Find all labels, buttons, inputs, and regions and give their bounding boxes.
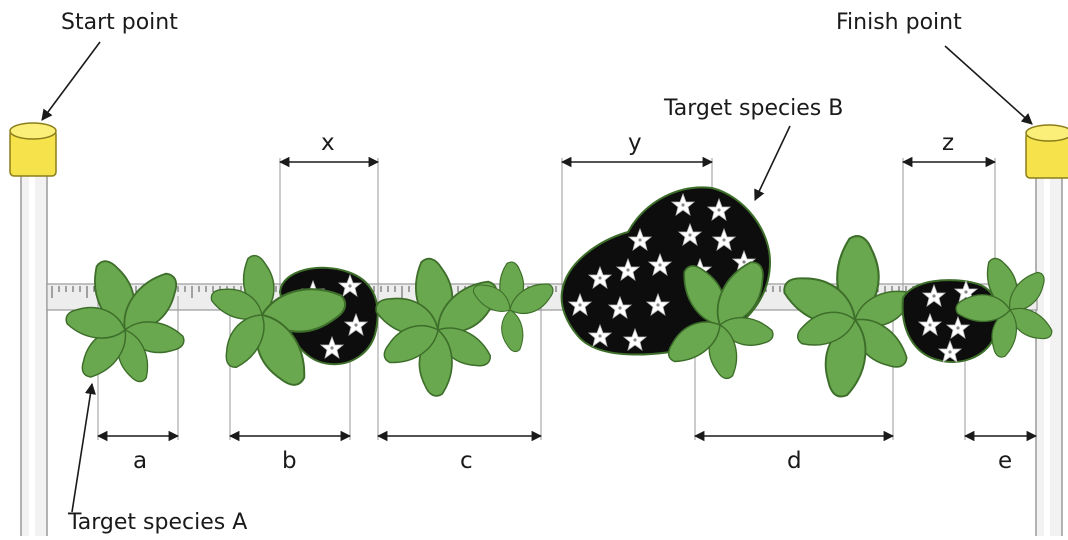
start-callout-arrow: [41, 41, 101, 121]
gap-y-label: y: [628, 130, 642, 156]
target-species-a-label: Target species A: [68, 510, 248, 535]
callout-arrows: [41, 41, 1033, 513]
intercept-a-label: a: [133, 448, 148, 474]
finish-callout-arrow: [944, 45, 1033, 125]
species-a-callout-arrow: [71, 382, 96, 513]
finish-point-label: Finish point: [836, 10, 962, 35]
start-point-label: Start point: [61, 10, 178, 35]
plant-a-1: [63, 254, 188, 387]
intercept-c-label: c: [460, 448, 473, 474]
intercept-e-label: e: [998, 448, 1013, 474]
plant-a-3: [370, 254, 508, 397]
gap-z-label: z: [942, 130, 955, 156]
intercept-b-label: b: [282, 448, 297, 474]
plant-a-6: [776, 235, 918, 401]
intercept-d-label: d: [787, 448, 802, 474]
species-b-callout-arrow: [754, 125, 791, 202]
start-post: [9, 122, 57, 539]
finish-post: [1025, 124, 1068, 539]
target-species-b-label: Target species B: [664, 96, 844, 121]
gap-x-label: x: [321, 130, 335, 156]
